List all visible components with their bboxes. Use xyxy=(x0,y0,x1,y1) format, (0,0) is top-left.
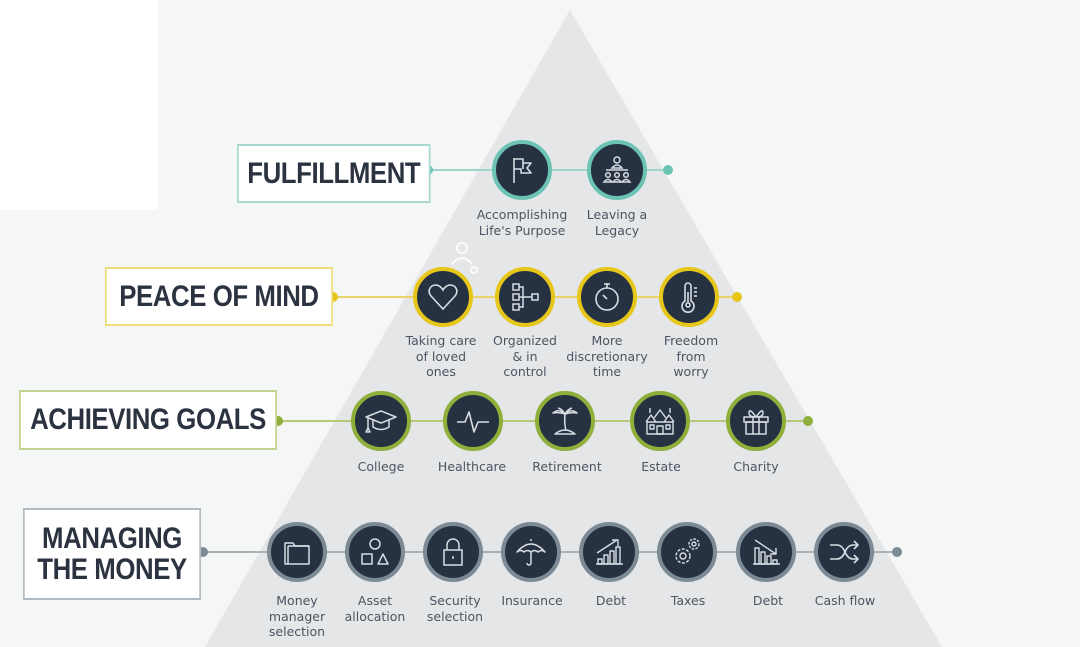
label-insurance: Insurance xyxy=(501,593,563,608)
node-accomplishing-purpose[interactable] xyxy=(492,140,552,200)
node-money-manager[interactable] xyxy=(267,522,327,582)
node-taxes[interactable] xyxy=(657,522,717,582)
shuffle-icon xyxy=(830,540,859,564)
node-asset-allocation[interactable] xyxy=(345,522,405,582)
node-retirement[interactable] xyxy=(535,391,595,451)
label-estate: Estate xyxy=(641,459,681,474)
palm-tree-island-icon xyxy=(552,407,578,435)
node-discretionary-time[interactable] xyxy=(577,267,637,327)
label-asset-allocation: Asset allocation xyxy=(344,593,406,624)
node-leaving-legacy[interactable] xyxy=(587,140,647,200)
label-money-manager: Money manager selection xyxy=(268,593,326,639)
background-patch xyxy=(0,0,158,210)
goals-title-text: ACHIEVING GOALS xyxy=(30,403,266,437)
money-title-line1: MANAGING xyxy=(42,521,182,555)
gears-icon xyxy=(675,538,700,564)
node-estate[interactable] xyxy=(630,391,690,451)
peace-end-dot xyxy=(732,292,742,302)
label-debt-down: Debt xyxy=(752,593,784,608)
heart-icon xyxy=(428,284,458,311)
tier-title-achieving-goals: ACHIEVING GOALS xyxy=(19,390,277,450)
label-charity: Charity xyxy=(733,459,779,474)
node-taking-care[interactable] xyxy=(413,267,473,327)
mansion-icon xyxy=(645,408,675,435)
node-healthcare[interactable] xyxy=(443,391,503,451)
money-title-line2: THE MONEY xyxy=(37,553,187,586)
padlock-icon xyxy=(443,538,463,566)
chart-down-icon xyxy=(753,539,780,565)
umbrella-icon xyxy=(516,539,546,566)
tier-title-fulfillment: FULFILLMENT xyxy=(237,144,431,203)
node-cash-flow[interactable] xyxy=(814,522,874,582)
stopwatch-icon xyxy=(595,283,619,311)
label-freedom-worry: Freedom from worry xyxy=(663,333,719,379)
node-organized[interactable] xyxy=(495,267,555,327)
node-debt-down[interactable] xyxy=(736,522,796,582)
node-security-selection[interactable] xyxy=(423,522,483,582)
ghost-person-icon xyxy=(451,242,478,274)
label-discretionary-time: More discretionary time xyxy=(566,333,648,379)
fulfillment-title-text: FULFILLMENT xyxy=(247,156,421,190)
money-end-dot xyxy=(892,547,902,557)
label-accomplishing-purpose: Accomplishing Life's Purpose xyxy=(476,207,568,238)
tier-title-peace-of-mind: PEACE OF MIND xyxy=(105,267,333,326)
money-start-dot xyxy=(198,547,208,557)
node-college[interactable] xyxy=(351,391,411,451)
peace-title-text: PEACE OF MIND xyxy=(119,279,319,313)
node-debt-up[interactable] xyxy=(579,522,639,582)
label-taxes: Taxes xyxy=(670,593,706,608)
label-debt-up: Debt xyxy=(595,593,627,608)
label-college: College xyxy=(357,459,405,474)
node-freedom-worry[interactable] xyxy=(659,267,719,327)
heartbeat-icon xyxy=(457,411,489,433)
node-insurance[interactable] xyxy=(501,522,561,582)
peace-start-dot xyxy=(328,292,338,302)
flag-icon xyxy=(513,158,532,183)
shapes-icon xyxy=(361,538,389,565)
people-hierarchy-icon xyxy=(602,156,632,183)
fulfillment-end-dot xyxy=(663,165,673,175)
label-healthcare: Healthcare xyxy=(437,459,507,474)
flowchart-icon xyxy=(512,283,539,311)
graduation-cap-icon xyxy=(365,410,397,433)
label-taking-care: Taking care of loved ones xyxy=(405,333,477,379)
chart-up-icon xyxy=(596,539,623,565)
gift-icon xyxy=(743,410,769,435)
goals-end-dot xyxy=(803,416,813,426)
thermometer-icon xyxy=(681,282,697,313)
folder-icon xyxy=(284,542,310,565)
node-charity[interactable] xyxy=(726,391,786,451)
label-security-selection: Security selection xyxy=(426,593,484,624)
goals-start-dot xyxy=(273,416,283,426)
label-retirement: Retirement xyxy=(532,459,602,474)
tier-title-managing-money: MANAGING THE MONEY xyxy=(23,508,202,600)
label-leaving-legacy: Leaving a Legacy xyxy=(586,207,648,238)
label-cash-flow: Cash flow xyxy=(814,593,876,608)
label-organized: Organized & in control xyxy=(493,333,557,379)
